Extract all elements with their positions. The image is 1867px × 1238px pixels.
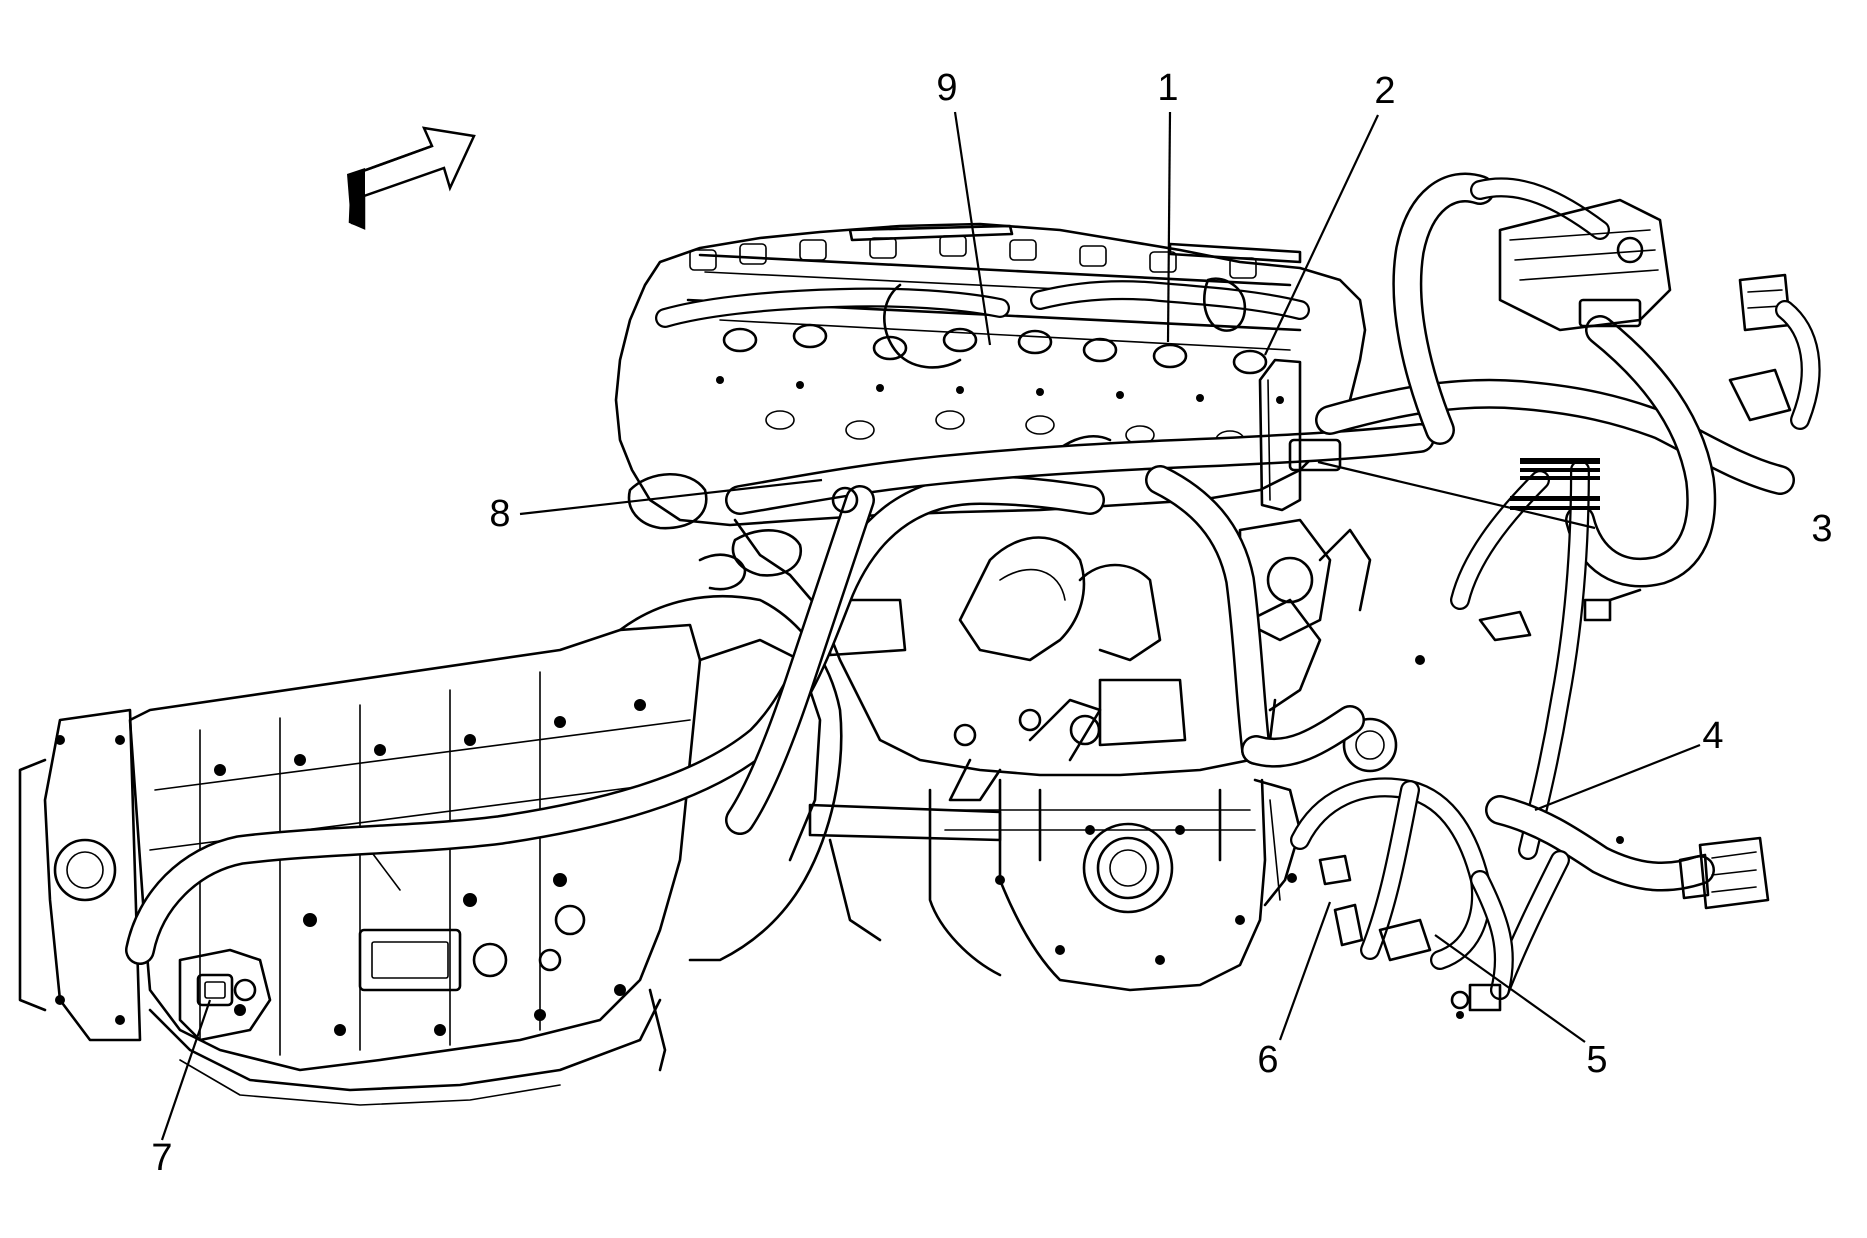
callout-5: 5 [1586, 1039, 1607, 1081]
leader-1 [1166, 111, 1172, 343]
transmission-assembly [18, 594, 843, 1106]
harness-connectors [627, 198, 1821, 1019]
leader-3 [1317, 460, 1596, 530]
engine-wiring-harness [125, 172, 1795, 1000]
callout-7: 7 [151, 1137, 172, 1179]
leader-5 [1434, 934, 1586, 1043]
leader-9 [953, 111, 992, 346]
leader-8 [519, 478, 823, 516]
callout-8: 8 [489, 493, 510, 535]
callout-3: 3 [1811, 508, 1832, 550]
callout-1: 1 [1157, 67, 1178, 109]
engine-upper-assembly [614, 222, 1367, 527]
leader-6 [1278, 901, 1332, 1041]
leader-7 [160, 999, 212, 1141]
leader-2 [1264, 114, 1379, 356]
leader-4 [1534, 743, 1701, 812]
callout-leaders [160, 111, 1701, 1141]
callout-2: 2 [1374, 70, 1395, 112]
callout-6: 6 [1257, 1039, 1278, 1081]
callout-labels: 9 1 2 3 4 5 6 7 8 [151, 67, 1832, 1179]
engine-block-oil-pan [733, 518, 1398, 992]
front-direction-arrow-icon [347, 126, 476, 230]
callout-9: 9 [936, 67, 957, 109]
callout-4: 4 [1702, 715, 1723, 757]
